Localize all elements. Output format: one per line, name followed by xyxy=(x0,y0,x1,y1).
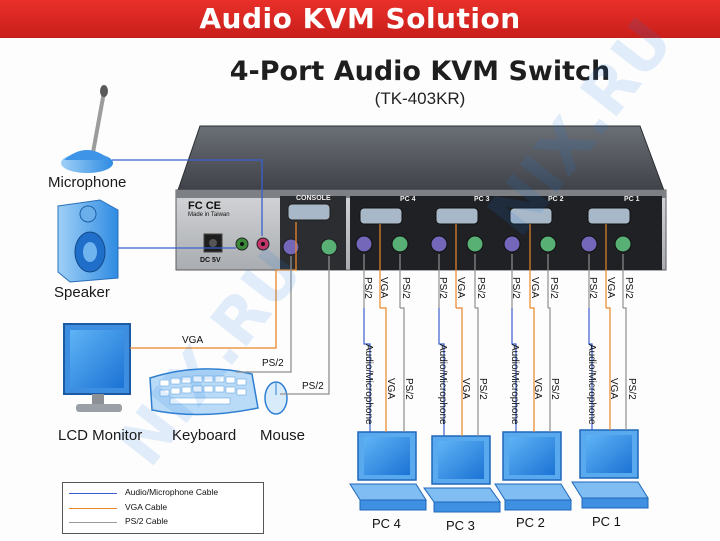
console-ps2-keyboard-port xyxy=(282,238,300,256)
cable-label-console-ps2-mouse: PS/2 xyxy=(302,381,324,392)
speaker-device xyxy=(57,199,119,283)
pc4-label-ps2: PS/2 xyxy=(403,378,414,400)
legend-row-audio: Audio/Microphone Cable xyxy=(69,487,259,499)
cables-pc4 xyxy=(363,224,405,432)
cable-label-pc1-vga: VGA xyxy=(605,277,616,299)
pc-port-group-2 xyxy=(503,207,557,253)
keyboard-label: Keyboard xyxy=(172,427,237,444)
header-banner xyxy=(0,0,720,38)
pc1-label-vga: VGA xyxy=(608,378,619,400)
cable-label-pc4-ps2-b: PS/2 xyxy=(400,277,411,299)
audio-jack-speaker xyxy=(235,237,249,251)
cable-label-pc4-ps2-a: PS/2 xyxy=(362,277,373,299)
legend-label-vga: VGA Cable xyxy=(125,502,168,512)
pc2-label-vga: VGA xyxy=(532,378,543,400)
pc1-label-audio: Audio/Microphone xyxy=(586,344,597,425)
port-label-pc1: PC 1 xyxy=(624,196,640,203)
legend-label-audio: Audio/Microphone Cable xyxy=(125,487,219,497)
pc3-label-vga: VGA xyxy=(460,378,471,400)
power-jack xyxy=(203,233,223,253)
pc-port-group-1 xyxy=(580,207,632,253)
computer-label-pc3: PC 3 xyxy=(446,518,475,533)
power-label: DC 5V xyxy=(200,257,221,264)
cable-microphone xyxy=(112,159,263,236)
pc3-label-audio: Audio/Microphone xyxy=(437,344,448,425)
speaker-label: Speaker xyxy=(54,284,110,301)
cable-console-vga xyxy=(130,222,297,349)
cable-label-console-vga: VGA xyxy=(182,335,204,346)
cables-pc3 xyxy=(438,224,479,436)
legend-swatch-vga xyxy=(69,508,117,509)
keyboard-device xyxy=(149,368,259,416)
pc4-label-vga: VGA xyxy=(385,378,396,400)
computer-label-pc4: PC 4 xyxy=(372,516,401,531)
cable-label-pc2-vga: VGA xyxy=(529,277,540,299)
pc-computer-4 xyxy=(349,431,427,511)
pc-port-group-3 xyxy=(430,207,484,253)
port-label-pc3: PC 3 xyxy=(474,196,490,203)
legend-swatch-ps2 xyxy=(69,522,117,523)
pc-computer-1 xyxy=(571,429,649,509)
pc-computer-3 xyxy=(423,435,501,513)
banner-title: Audio KVM Solution xyxy=(199,2,521,35)
console-vga-port xyxy=(287,203,331,221)
cable-label-pc3-vga: VGA xyxy=(455,277,466,299)
product-title: 4-Port Audio KVM Switch xyxy=(229,56,611,87)
cable-console-ps2-mouse xyxy=(280,256,330,395)
pc3-label-ps2: PS/2 xyxy=(477,378,488,400)
mouse-device xyxy=(264,381,288,415)
mouse-label: Mouse xyxy=(260,427,306,444)
cert-sublabel: Made in Taiwan xyxy=(188,212,230,218)
lcd-monitor-label: LCD Monitor xyxy=(58,427,143,444)
pc-port-group-4 xyxy=(355,207,409,253)
product-model: (TK-403KR) xyxy=(374,89,466,108)
port-label-pc2: PC 2 xyxy=(548,196,564,203)
computer-label-pc2: PC 2 xyxy=(516,515,545,530)
cable-label-pc3-ps2-b: PS/2 xyxy=(475,277,486,299)
cable-legend: Audio/Microphone Cable VGA Cable PS/2 Ca… xyxy=(62,482,264,534)
legend-row-vga: VGA Cable xyxy=(69,502,259,514)
cable-console-ps2-keyboard xyxy=(236,256,292,373)
legend-label-ps2: PS/2 Cable xyxy=(125,516,168,526)
cable-label-pc2-ps2-a: PS/2 xyxy=(510,277,521,299)
cert-label: FC CE xyxy=(188,200,221,212)
legend-row-ps2: PS/2 Cable xyxy=(69,516,259,528)
cable-label-pc3-ps2-a: PS/2 xyxy=(437,277,448,299)
legend-swatch-audio xyxy=(69,493,117,494)
cable-label-pc2-ps2-b: PS/2 xyxy=(548,277,559,299)
microphone-label: Microphone xyxy=(48,174,127,191)
lcd-monitor-device xyxy=(63,323,131,412)
pc2-label-audio: Audio/Microphone xyxy=(509,344,520,425)
cable-label-pc1-ps2-b: PS/2 xyxy=(623,277,634,299)
cables-pc1 xyxy=(588,224,627,430)
computer-label-pc1: PC 1 xyxy=(592,514,621,529)
cable-label-console-ps2-keyboard: PS/2 xyxy=(262,358,284,369)
pc4-label-audio: Audio/Microphone xyxy=(363,344,374,425)
console-ps2-mouse-port xyxy=(320,238,338,256)
console-label: CONSOLE xyxy=(296,195,331,202)
cables-pc2 xyxy=(511,224,551,432)
cable-label-pc1-ps2-a: PS/2 xyxy=(587,277,598,299)
port-label-pc4: PC 4 xyxy=(400,196,416,203)
cable-label-pc4-vga: VGA xyxy=(378,277,389,299)
pc2-label-ps2: PS/2 xyxy=(549,378,560,400)
audio-jack-mic xyxy=(256,237,270,251)
microphone-device xyxy=(61,85,113,173)
pc1-label-ps2: PS/2 xyxy=(626,378,637,400)
pc-computer-2 xyxy=(494,431,572,511)
